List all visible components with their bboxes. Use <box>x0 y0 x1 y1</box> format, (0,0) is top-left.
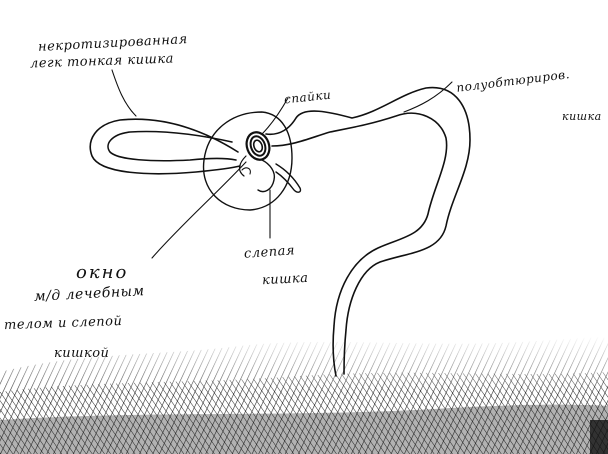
blind-bowel <box>258 160 301 192</box>
necrotic-loop <box>90 119 240 173</box>
label-obstructed-line2: кишка <box>562 110 602 123</box>
leader-necrotic <box>112 70 136 116</box>
leader-window <box>152 162 246 258</box>
obstructed-bowel <box>266 88 470 376</box>
label-window-line1: окно <box>76 262 128 283</box>
adhesion-circle <box>204 112 292 210</box>
label-window-line4: кишкой <box>54 346 109 361</box>
label-blind-line2: кишка <box>262 271 309 288</box>
leader-duct <box>404 82 452 112</box>
adhesion-knot <box>240 129 274 176</box>
